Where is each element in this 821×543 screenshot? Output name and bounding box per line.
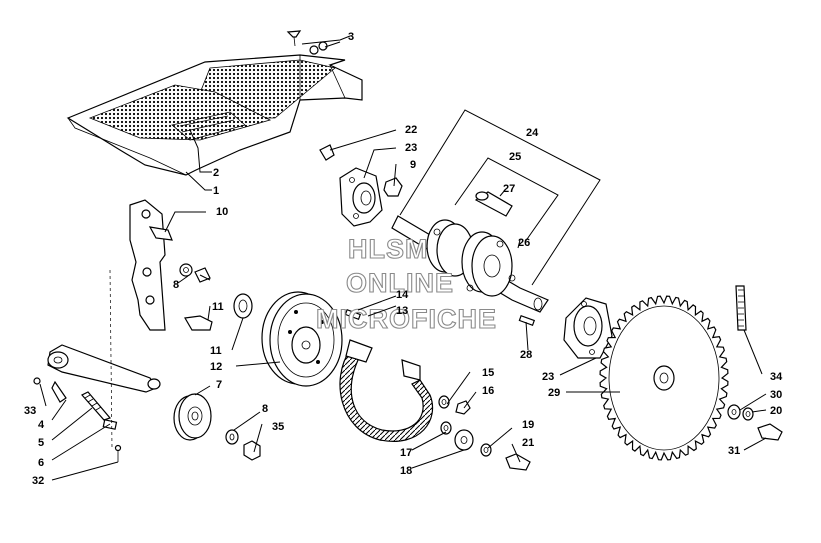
callout-22: 22 [405, 124, 417, 136]
callout-11: 11 [212, 301, 224, 313]
callout-17: 16 [482, 385, 494, 397]
mounting-bracket [129, 199, 173, 331]
callout-9: 9 [410, 159, 416, 171]
callout-33: 33 [24, 405, 36, 417]
callout-14: 13 [396, 305, 408, 317]
brake-drum [233, 291, 343, 387]
callout-12: 11 [210, 345, 222, 357]
callout-29: 29 [548, 387, 560, 399]
bracket-bolts [179, 263, 213, 331]
callout-13: 12 [210, 361, 222, 373]
callout-3: 3 [348, 31, 354, 43]
small-hardware [438, 395, 783, 471]
callout-2: 2 [213, 167, 219, 179]
watermark-line-1: HLSM [348, 234, 429, 264]
callout-28: 28 [520, 349, 532, 361]
callout-25: 25 [509, 151, 521, 163]
callout-6: 6 [38, 457, 44, 469]
callout-1: 1 [213, 185, 219, 197]
callout-32: 32 [32, 475, 44, 487]
callout-16: 15 [482, 367, 494, 379]
callout-19: 18 [400, 465, 412, 477]
watermark-line-3: MICROFICHE [316, 304, 497, 334]
callout-27: 27 [503, 183, 515, 195]
jackshaft-assembly [391, 191, 549, 313]
drive-sprocket [599, 295, 729, 461]
callout-8-lower: 8 [262, 403, 268, 415]
callout-26: 26 [518, 237, 530, 249]
callout-15: 14 [396, 289, 409, 301]
brake-band [339, 339, 434, 442]
callout-20-right: 20 [770, 405, 782, 417]
callout-23-upper: 23 [405, 142, 417, 154]
leader-lines [39, 35, 767, 481]
drive-chain [735, 285, 747, 331]
callout-10: 10 [216, 206, 228, 218]
callout-31: 31 [728, 445, 740, 457]
callout-7: 7 [216, 379, 222, 391]
callout-20-left: 19 [522, 419, 534, 431]
callout-4: 4 [38, 419, 45, 431]
callout-8-upper: 8 [173, 279, 179, 291]
idler-pulley [173, 393, 261, 461]
idler-arm [33, 344, 161, 462]
assembly-brackets [399, 109, 601, 286]
callout-34: 34 [770, 371, 783, 383]
watermark-line-2: ONLINE [346, 268, 454, 298]
bearing-flange-lower [563, 297, 613, 359]
chain-guard-cover [66, 54, 363, 176]
callout-5: 5 [38, 437, 44, 449]
callout-labels: 3 2 1 10 8 11 11 12 7 8 35 33 4 5 6 32 2… [24, 31, 783, 487]
callout-21: 21 [522, 437, 534, 449]
callout-23-lower: 23 [542, 371, 554, 383]
bearing-flange-upper [319, 144, 403, 227]
callout-30: 30 [770, 389, 782, 401]
callout-24: 24 [526, 127, 539, 139]
callout-18: 17 [400, 447, 412, 459]
screw-fasteners [286, 30, 328, 55]
callout-35: 35 [272, 421, 284, 433]
watermark: HLSM ONLINE MICROFICHE [315, 233, 497, 334]
